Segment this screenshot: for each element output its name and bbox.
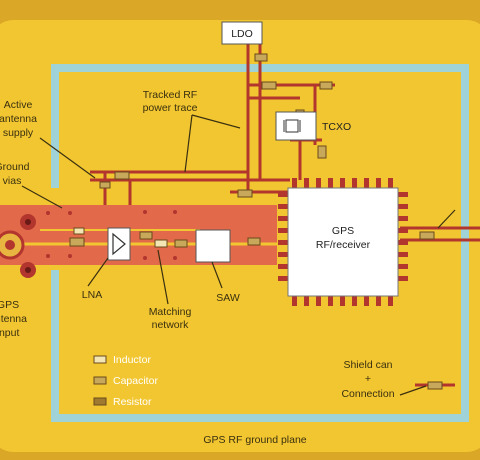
resistor-legend-icon — [93, 397, 107, 406]
saw-filter — [195, 229, 231, 263]
legend-capacitor: Capacitor — [113, 375, 158, 387]
ldo-chip — [221, 21, 263, 45]
active-antenna-label-3: supply — [3, 127, 34, 139]
gps-input-label-3: input — [0, 327, 19, 339]
legend: Inductor Capacitor Resistor — [93, 354, 158, 408]
inductor-legend-icon — [93, 355, 107, 364]
shield-can-outline — [51, 64, 469, 422]
ground-vias-label-1: Ground — [0, 161, 30, 173]
ground-vias-label-2: vias — [3, 175, 22, 187]
gps-receiver-chip — [287, 187, 399, 297]
tracked-rf-label-1: Tracked RF — [143, 89, 197, 101]
gps-input-label-1: GPS — [0, 299, 19, 311]
gps-chip-pins — [278, 178, 408, 306]
gps-chip-label-1: GPS — [332, 225, 354, 237]
tracked-rf-label-2: power trace — [143, 102, 198, 114]
legend-inductor: Inductor — [113, 354, 151, 366]
matching-network-label-2: network — [152, 319, 190, 331]
shield-can-label-3: Connection — [341, 388, 394, 400]
callout-lines — [21, 114, 456, 396]
matching-network-label-1: Matching — [149, 306, 192, 318]
tcxo-chip — [275, 111, 317, 141]
lna-chip — [107, 227, 131, 261]
rf-strip — [0, 205, 277, 265]
crystal-icon — [285, 119, 299, 133]
active-antenna-label-1: Active — [4, 99, 33, 111]
gps-input-label-2: antenna — [0, 313, 27, 325]
active-antenna-label-2: antenna — [0, 113, 37, 125]
saw-label: SAW — [216, 292, 240, 304]
amplifier-icon — [112, 232, 126, 256]
shield-can-label-1: Shield can — [343, 359, 392, 371]
gps-chip-label-2: RF/receiver — [316, 239, 371, 251]
ground-vias — [20, 210, 177, 278]
ground-plane-label: GPS RF ground plane — [203, 434, 306, 446]
tcxo-label: TCXO — [322, 121, 351, 133]
shield-can-label-2: + — [365, 373, 371, 385]
capacitor-legend-icon — [93, 376, 107, 385]
lna-label: LNA — [82, 289, 102, 301]
ldo-label: LDO — [231, 28, 253, 40]
legend-resistor: Resistor — [113, 396, 152, 408]
